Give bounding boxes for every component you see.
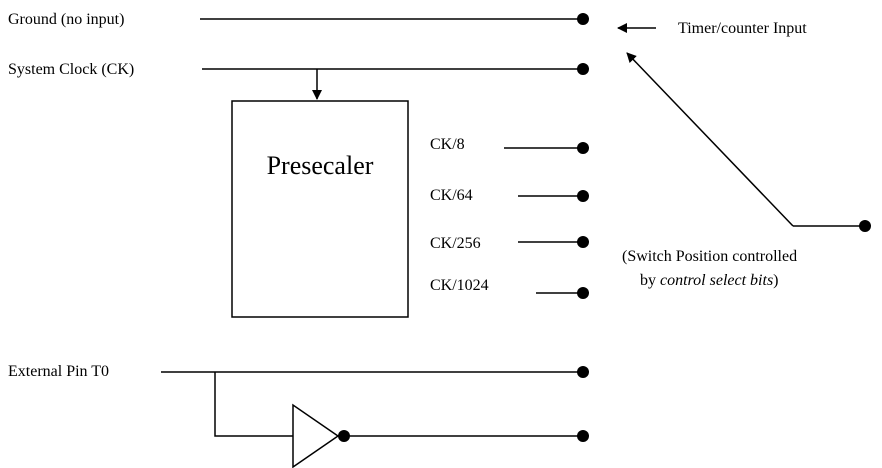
prescaler-title: Presecaler — [267, 151, 374, 180]
switch-note-line1: (Switch Position controlled — [622, 248, 797, 265]
inverter-bubble — [338, 430, 350, 442]
switch-arm — [626, 52, 794, 227]
system-clock-terminal — [577, 63, 589, 75]
inverter-triangle — [292, 403, 340, 468]
ground-label: Ground (no input) — [8, 11, 124, 28]
system-clock-label: System Clock (CK) — [8, 61, 134, 78]
prescaler-block — [231, 100, 409, 318]
ck64-terminal — [577, 190, 589, 202]
ck1024-terminal — [577, 287, 589, 299]
ck8-terminal — [577, 142, 589, 154]
ground-terminal — [577, 13, 589, 25]
timer-input-label: Timer/counter Input — [678, 20, 807, 37]
inverter-input-wire — [214, 372, 293, 437]
ck8-label: CK/8 — [430, 136, 465, 153]
ck256-label: CK/256 — [430, 235, 481, 252]
ck1024-label: CK/1024 — [430, 277, 489, 294]
external-pin-terminal — [577, 366, 589, 378]
inverted-pin-terminal — [577, 430, 589, 442]
switch-pivot-terminal — [859, 220, 871, 232]
ck256-terminal — [577, 236, 589, 248]
external-pin-label: External Pin T0 — [8, 363, 109, 380]
ck64-label: CK/64 — [430, 187, 473, 204]
switch-note-line2: by control select bits) — [640, 272, 779, 289]
